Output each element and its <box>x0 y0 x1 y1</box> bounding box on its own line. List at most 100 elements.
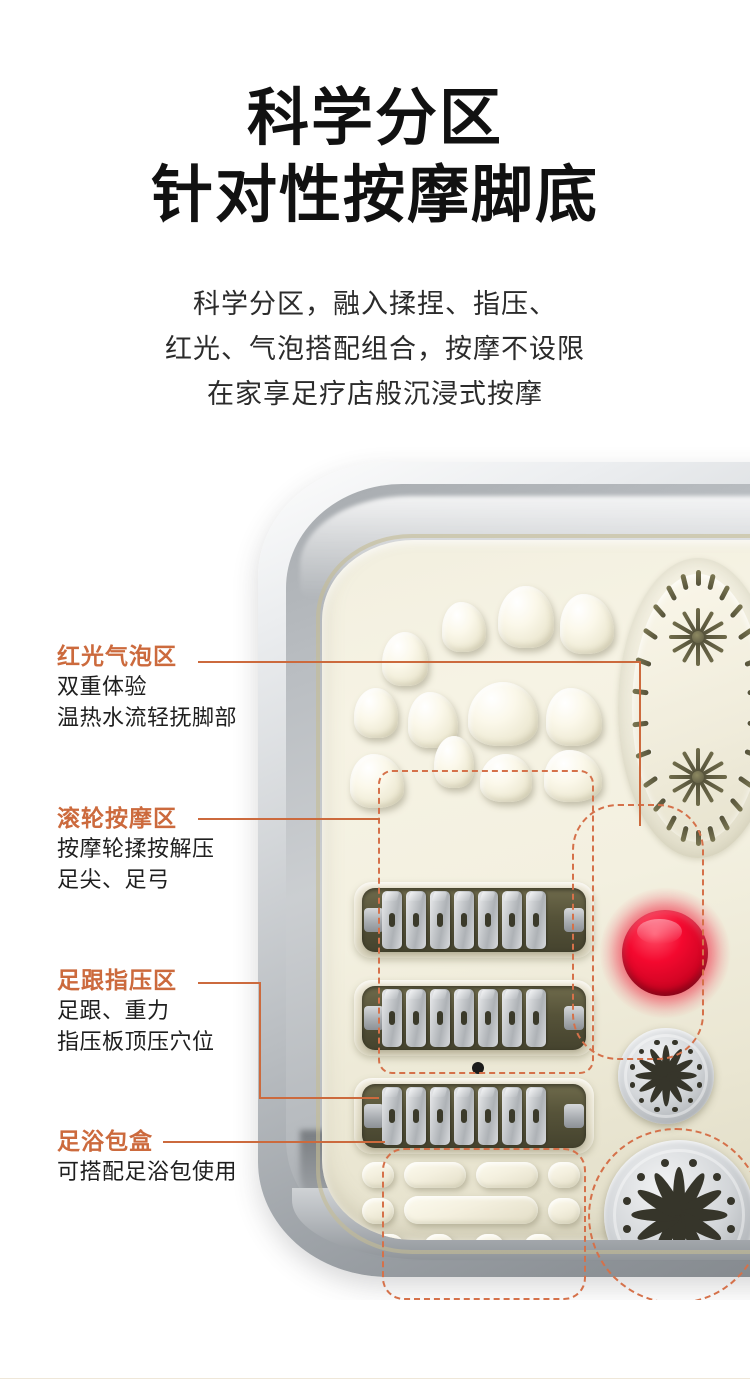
callout-title: 红光气泡区 <box>57 643 177 669</box>
roller-disc <box>526 989 546 1047</box>
vent-dot <box>696 1082 702 1088</box>
roller-disc <box>382 1087 402 1145</box>
massage-nub <box>382 632 428 686</box>
roller-disc <box>382 891 402 949</box>
roller-disc <box>430 1087 450 1145</box>
vent-dot <box>713 1172 722 1181</box>
roller-disc <box>454 1087 474 1145</box>
bubble-outlet-large[interactable] <box>604 1140 750 1240</box>
massage-roller-2[interactable] <box>362 986 586 1050</box>
callout-line: 指压板顶压穴位 <box>57 1029 215 1054</box>
vent-dot <box>638 1048 645 1055</box>
pouch-nub <box>524 1234 554 1240</box>
vent-dot <box>727 1196 736 1206</box>
vent-dot <box>629 1082 636 1088</box>
pouch-nub <box>374 1234 404 1240</box>
vent-dot <box>687 1097 694 1104</box>
massage-nub <box>498 586 554 648</box>
subtitle-line-1: 科学分区，融入揉捏、指压、 <box>193 289 557 319</box>
headline-line-2: 针对性按摩脚底 <box>150 161 599 231</box>
vent-dot <box>688 1158 698 1167</box>
pouch-nub <box>404 1162 466 1188</box>
roller-disc <box>406 1087 426 1145</box>
vent-dot <box>654 1039 660 1046</box>
vent-dot <box>622 1196 631 1206</box>
roller-disc <box>502 1087 522 1145</box>
callout-title: 滚轮按摩区 <box>57 805 177 831</box>
vent-dot <box>727 1224 736 1234</box>
massage-nub <box>560 594 614 654</box>
roller-disc <box>454 891 474 949</box>
pouch-nub <box>476 1162 538 1188</box>
massage-roller-1[interactable] <box>362 888 586 952</box>
massage-roller-3[interactable] <box>362 1084 586 1148</box>
bubble-nozzle-lower <box>665 744 731 810</box>
callout-line: 双重体验 <box>57 674 148 699</box>
roller-disc <box>454 989 474 1047</box>
vent-dot <box>696 1064 702 1070</box>
bubble-outlet-small[interactable] <box>618 1028 714 1124</box>
vent-dot <box>654 1106 660 1112</box>
subtitle-block: 科学分区，融入揉捏、指压、 红光、气泡搭配组合，按摩不设限 在家享足疗店般沉浸式… <box>0 282 750 417</box>
callout-title: 足浴包盒 <box>57 1128 153 1154</box>
sensor-dot <box>472 1062 484 1074</box>
vent-dot <box>638 1097 645 1104</box>
callout-title: 足跟指压区 <box>57 967 177 993</box>
vent-rim-ring <box>623 1033 709 1119</box>
product-photo <box>0 440 750 1300</box>
callout-line: 温热水流轻抚脚部 <box>57 705 238 730</box>
massage-nub <box>468 682 538 746</box>
massage-nub <box>350 754 404 808</box>
vent-dot <box>687 1048 694 1055</box>
massage-nub <box>544 750 602 802</box>
callout-foot-bath-pouch-box: 足浴包盒 可搭配足浴包使用 <box>57 1126 237 1187</box>
massage-nub <box>354 688 398 738</box>
vent-dot <box>672 1039 678 1046</box>
roller-disc <box>478 989 498 1047</box>
vent-blade <box>661 1045 671 1076</box>
pouch-nub <box>548 1198 580 1224</box>
pouch-nub <box>474 1234 504 1240</box>
roller-seat <box>354 980 594 1056</box>
vent-slot <box>695 570 701 586</box>
callout-line: 足跟、重力 <box>57 998 170 1023</box>
subtitle-line-2: 红光、气泡搭配组合，按摩不设限 <box>165 334 585 364</box>
pouch-nub <box>362 1162 394 1188</box>
callout-line: 足尖、足弓 <box>57 867 170 892</box>
page-title: 科学分区 针对性按摩脚底 <box>0 84 750 231</box>
callout-heel-acupressure-zone: 足跟指压区 足跟、重力 指压板顶压穴位 <box>57 965 215 1057</box>
subtitle-line-3: 在家享足疗店般沉浸式按摩 <box>207 379 543 409</box>
bubble-vent-plate <box>618 558 750 858</box>
bottom-divider <box>0 1378 750 1379</box>
vent-dot <box>622 1224 631 1234</box>
roller-disc <box>526 1087 546 1145</box>
pouch-nub <box>424 1234 454 1240</box>
roller-disc <box>406 989 426 1047</box>
roller-disc <box>502 989 522 1047</box>
roller-disc <box>430 989 450 1047</box>
headline-line-1: 科学分区 <box>246 84 503 153</box>
roller-seat <box>354 882 594 958</box>
pouch-nub <box>548 1162 580 1188</box>
roller-disc <box>478 1087 498 1145</box>
roller-disc <box>382 989 402 1047</box>
red-light-led[interactable] <box>622 910 708 996</box>
vent-dot <box>672 1106 678 1112</box>
bubble-nozzle-upper <box>665 604 731 670</box>
pouch-nub <box>404 1196 538 1224</box>
callout-roller-massage-zone: 滚轮按摩区 按摩轮揉按解压 足尖、足弓 <box>57 803 215 895</box>
callout-red-light-bubble-zone: 红光气泡区 双重体验 温热水流轻抚脚部 <box>57 641 237 733</box>
vent-dot <box>629 1064 636 1070</box>
roller-disc <box>526 891 546 949</box>
roller-disc <box>502 891 522 949</box>
vent-dot <box>660 1158 670 1167</box>
massage-nub <box>434 736 474 788</box>
roller-disc <box>406 891 426 949</box>
massage-nub <box>546 688 602 746</box>
callout-line: 可搭配足浴包使用 <box>57 1159 238 1184</box>
bubble-vent-inner <box>632 574 750 842</box>
massage-nub <box>442 602 486 652</box>
roller-disc <box>430 891 450 949</box>
roller-disc <box>478 891 498 949</box>
